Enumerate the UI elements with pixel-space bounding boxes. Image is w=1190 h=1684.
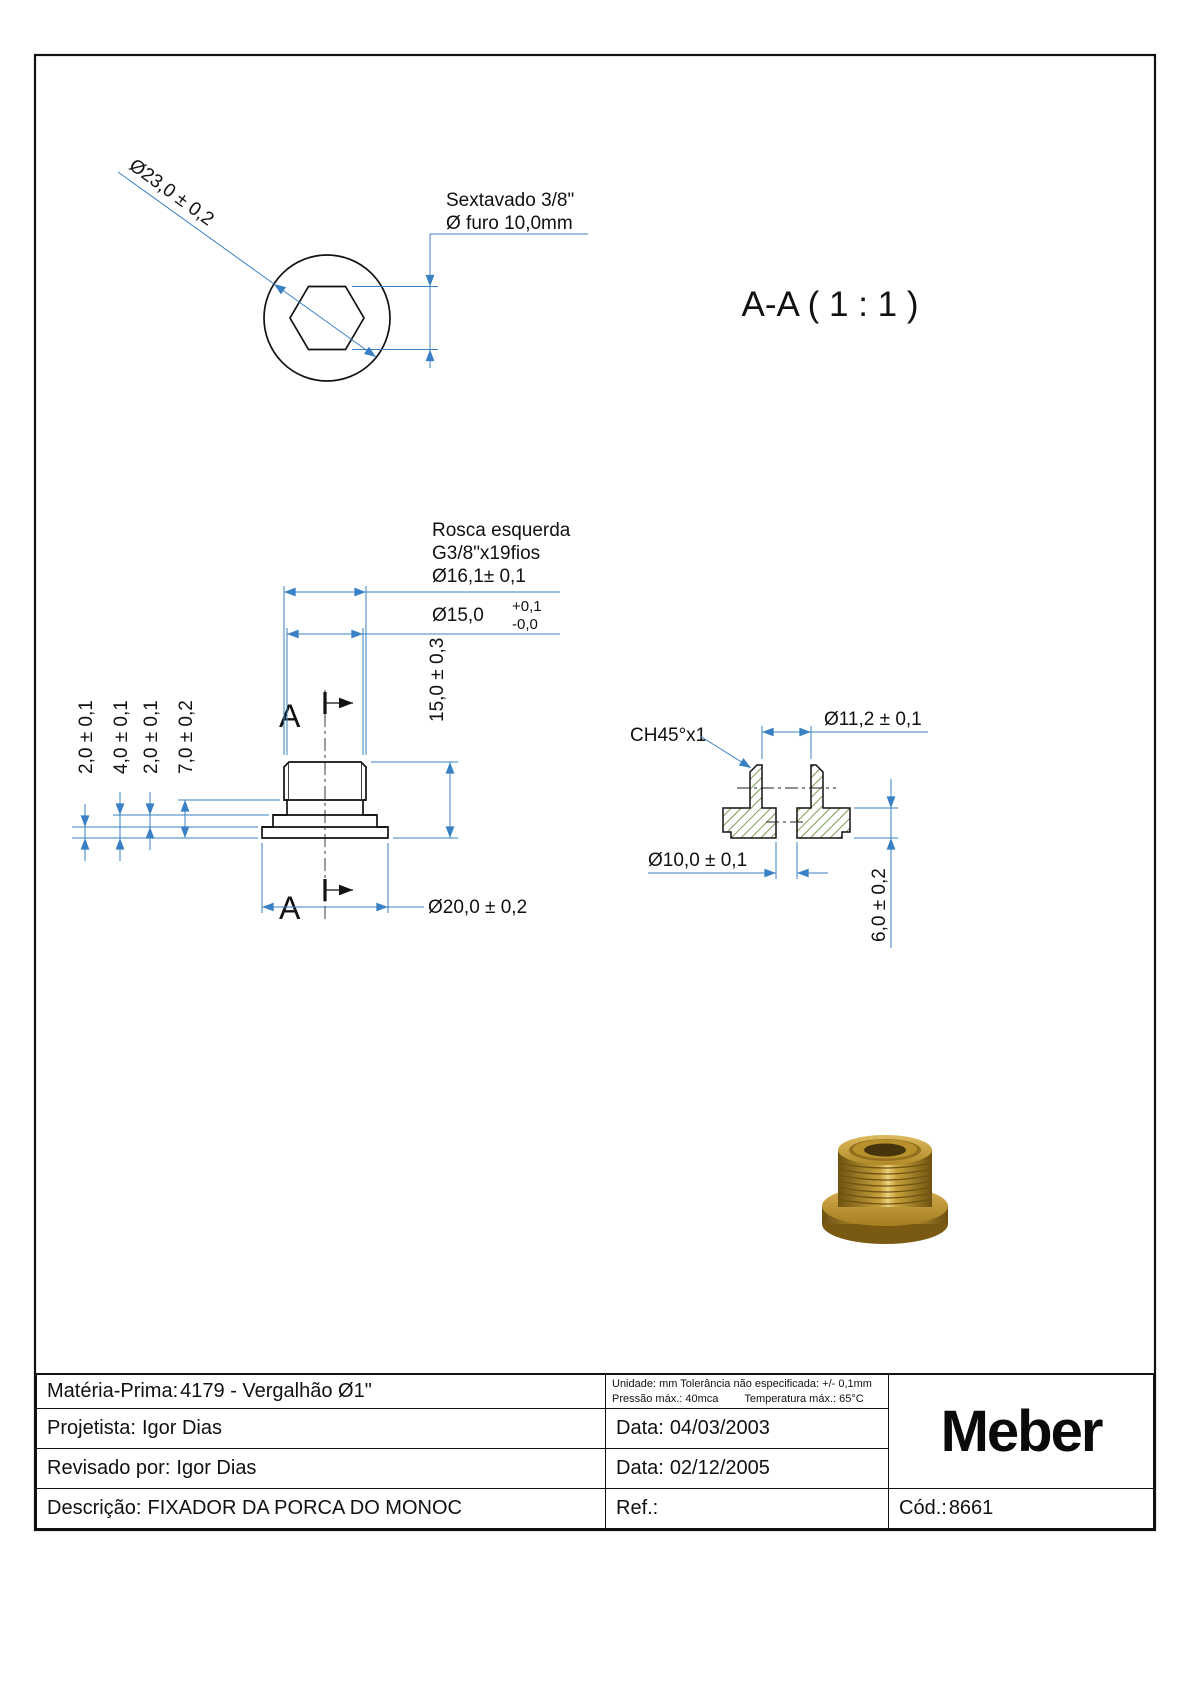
iso-thread-ridges [837,1156,933,1205]
page-frame [33,53,1157,1532]
cod-value: 8661 [948,1497,994,1519]
revisado-value: Igor Dias [176,1457,257,1479]
company-logo: Meber [940,1399,1104,1464]
data2-value: 02/12/2005 [669,1457,770,1479]
hex-note-label: Sextavado 3/8" [446,190,574,211]
top-view: Ø23,0 ± 0,2 Sextavado 3/8" Ø furo 10,0mm [117,155,588,382]
dia112-label: Ø11,2 ± 0,1 [824,709,922,730]
height15-label: 15,0 ± 0,3 [427,638,448,722]
data1-value: 04/03/2003 [669,1417,770,1439]
dia15-tol-plus: +0,1 [512,598,542,615]
dia15-tol-minus: -0,0 [512,616,538,633]
materia-prima-value: 4179 - Vergalhão Ø1" [180,1380,372,1402]
logo-cell: Meber [888,1375,1153,1488]
descricao-label: Descrição: [47,1497,142,1519]
ref-cell: Ref.: [605,1488,888,1528]
data2-cell: Data: 02/12/2005 [605,1448,888,1488]
materia-prima-cell: Matéria-Prima: 4179 - Vergalhão Ø1" [37,1375,605,1408]
revisado-label: Revisado por: [47,1457,171,1479]
height6-label: 6,0 ± 0,2 [869,868,890,942]
hole-note-label: Ø furo 10,0mm [446,213,573,234]
section-wall-left [722,764,777,839]
dia20-label: Ø20,0 ± 0,2 [428,897,527,918]
dia23-label: Ø23,0 ± 0,2 [125,155,218,230]
projetista-label: Projetista: [47,1417,136,1439]
data1-cell: Data: 04/03/2003 [605,1408,888,1448]
dim-2a-label: 2,0 ± 0,1 [76,700,97,774]
chamfer-label: CH45°x1 [630,725,706,746]
dim-4-label: 4,0 ± 0,1 [111,700,132,774]
ref-label: Ref.: [616,1497,659,1519]
dia10-label: Ø10,0 ± 0,1 [648,850,747,871]
data1-label: Data: [616,1417,664,1439]
cod-label: Cód.: [899,1497,947,1519]
descricao-cell: Descrição: FIXADOR DA PORCA DO MONOC [37,1488,605,1528]
section-wall-right [796,764,851,839]
outer-circle [263,254,391,382]
front-view: A A Rosca esquerda G3/8"x19fios Ø16,1± 0… [72,520,571,926]
thread-note-3: Ø16,1± 0,1 [432,566,526,587]
dia15-label: Ø15,0 [432,605,484,626]
section-letter: A [279,890,301,926]
data2-label: Data: [616,1457,664,1479]
temperature-note: Temperatura máx.: 65°C [744,1392,864,1405]
cod-cell: Cód.: 8661 [888,1488,1153,1528]
section-marker-bottom: A [279,879,353,926]
section-letter: A [279,698,301,734]
descricao-value: FIXADOR DA PORCA DO MONOC [147,1497,462,1519]
thread-note-2: G3/8"x19fios [432,543,540,564]
section-view: CH45°x1 Ø11,2 ± 0,1 Ø10,0 ± 0,1 6,0 ± 0,… [630,709,928,948]
iso-hole [864,1143,906,1157]
tolerance-note-line1: Unidade: mm Tolerância não especificada:… [612,1378,872,1391]
projetista-value: Igor Dias [141,1417,222,1439]
pressure-note: Pressão máx.: 40mca [612,1392,719,1405]
projetista-cell: Projetista: Igor Dias [37,1408,605,1448]
thread-note-1: Rosca esquerda [432,520,571,541]
dim-2b-label: 2,0 ± 0,1 [141,700,162,774]
tolerance-note-cell: Unidade: mm Tolerância não especificada:… [605,1375,888,1408]
section-title: A-A ( 1 : 1 ) [742,285,919,324]
iso-view [822,1135,948,1244]
title-block: Matéria-Prima: 4179 - Vergalhão Ø1" Unid… [35,1373,1155,1530]
revisado-cell: Revisado por: Igor Dias [37,1448,605,1488]
dim-7-label: 7,0 ± 0,2 [176,700,197,774]
section-marker-top: A [279,692,353,734]
materia-prima-label: Matéria-Prima: [47,1380,179,1402]
